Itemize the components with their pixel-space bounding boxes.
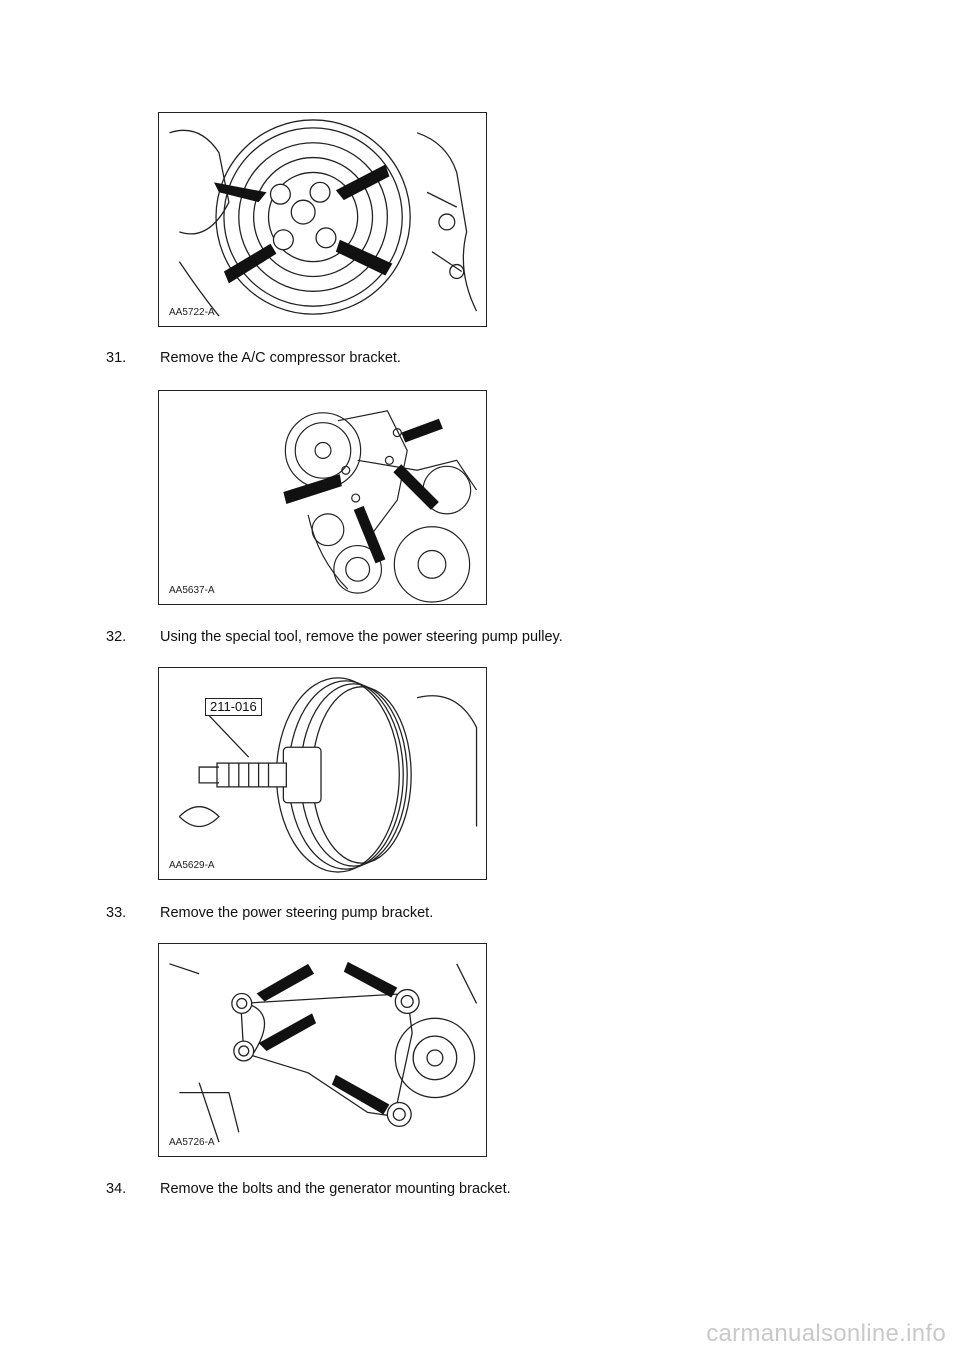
figure-power-steering-pulley: 211-016 AA5629-A — [158, 667, 487, 880]
step-33: 33. Remove the power steering pump bracke… — [106, 904, 433, 922]
figure-ac-compressor-bracket: AA5637-A — [158, 390, 487, 605]
step-32: 32. Using the special tool, remove the po… — [106, 628, 563, 646]
step-text: Remove the power steering pump bracket. — [160, 905, 434, 921]
step-number: 31. — [106, 350, 127, 366]
step-number: 34. — [106, 1181, 127, 1197]
figure-crankshaft-pulley: AA5722-A — [158, 112, 487, 327]
step-number: 32. — [106, 629, 127, 645]
watermark: carmanualsonline.info — [706, 1320, 946, 1347]
step-31: 31. Remove the A/C compressor bracket. — [106, 349, 401, 367]
figure-label: AA5637-A — [169, 585, 215, 596]
figure-label: AA5722-A — [169, 307, 215, 318]
figure-label: AA5629-A — [169, 860, 215, 871]
step-text: Using the special tool, remove the power… — [160, 629, 563, 645]
step-text: Remove the A/C compressor bracket. — [160, 350, 401, 366]
step-text: Remove the bolts and the generator mount… — [160, 1181, 511, 1197]
illustration-ps-bracket — [169, 961, 478, 1143]
figure-power-steering-bracket: AA5726-A — [158, 943, 487, 1157]
step-34: 34. Remove the bolts and the generator mo… — [106, 1180, 511, 1198]
step-number: 33. — [106, 905, 127, 921]
tool-callout-box: 211-016 — [205, 698, 262, 716]
figure-label: AA5726-A — [169, 1137, 215, 1148]
illustration-pulley-remover — [178, 677, 478, 873]
illustration-pulley-bolts — [169, 119, 478, 317]
tool-number: 211-016 — [210, 699, 257, 714]
illustration-ac-bracket — [283, 410, 478, 603]
